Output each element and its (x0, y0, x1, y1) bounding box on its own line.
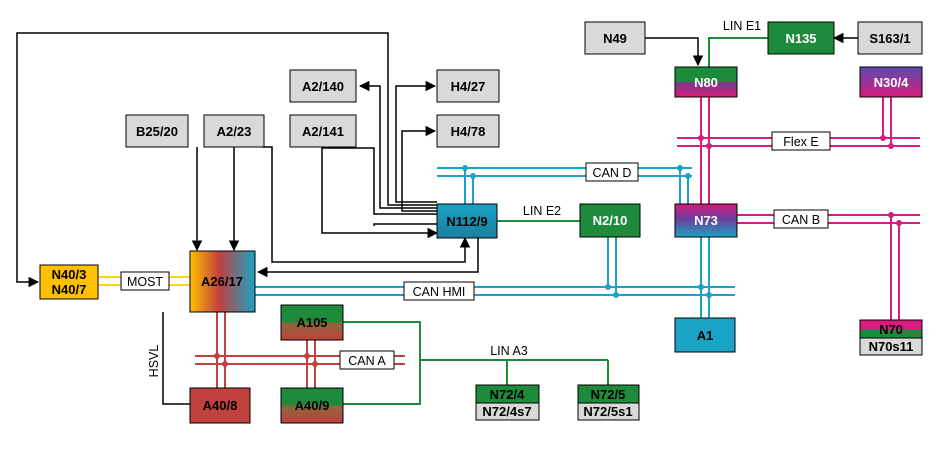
node-n2-10: N2/10 (579, 203, 641, 238)
node-a2-23: A2/23 (203, 114, 265, 148)
node-a2-23-label: A2/23 (217, 124, 252, 139)
node-n73-label: N73 (694, 213, 718, 228)
node-a26-17: A26/17 (189, 250, 256, 313)
node-a1-label: A1 (697, 328, 714, 343)
node-a105: A105 (280, 304, 344, 341)
hsvl-link (162, 312, 190, 405)
node-n72-5-label: N72/5 (591, 387, 626, 402)
node-a26-17-label: A26/17 (201, 274, 243, 289)
node-a105-label: A105 (296, 315, 327, 330)
can-hmi-bus (255, 237, 735, 318)
can-b-junctions (888, 212, 902, 226)
node-n72-4s7-label: N72/4s7 (482, 404, 531, 419)
node-n80-label: N80 (694, 75, 718, 90)
node-h4-78-label: H4/78 (451, 124, 486, 139)
node-n73: N73 (674, 203, 738, 238)
node-n70s11-label: N70s11 (869, 339, 914, 354)
node-s163-1-label: S163/1 (869, 31, 910, 46)
node-n30-4-label: N30/4 (874, 75, 909, 90)
node-a2-141: A2/141 (289, 114, 357, 148)
node-h4-27: H4/27 (436, 69, 500, 103)
hsvl-label: HSVL (147, 345, 161, 378)
node-n40-7-label: N40/7 (52, 282, 87, 297)
node-n40-3-label: N40/3 (52, 267, 87, 282)
can-a-junctions (214, 353, 318, 367)
flex-e-label: Flex E (783, 135, 818, 149)
node-n112-9-label: N112/9 (446, 214, 487, 229)
node-a40-9: A40/9 (280, 387, 344, 424)
node-a1: A1 (674, 317, 736, 353)
can-a-label: CAN A (348, 354, 386, 368)
node-h4-78: H4/78 (436, 114, 500, 148)
node-n70: N70 N70s11 (859, 319, 923, 356)
node-h4-27-label: H4/27 (451, 79, 486, 94)
node-n135-label: N135 (785, 31, 816, 46)
can-d-bus (437, 167, 692, 204)
node-n72-4-label: N72/4 (490, 387, 525, 402)
node-b25-20-label: B25/20 (136, 124, 178, 139)
can-d-label: CAN D (593, 166, 632, 180)
node-n72-5: N72/5 N72/5s1 (577, 384, 640, 421)
node-s163-1: S163/1 (857, 21, 923, 55)
lin-e2-label: LIN E2 (523, 204, 561, 218)
node-a2-141-label: A2/141 (302, 124, 344, 139)
lin-e1-label: LIN E1 (723, 19, 761, 33)
can-hmi-label: CAN HMI (413, 285, 466, 299)
node-a2-140: A2/140 (289, 69, 357, 103)
node-a2-140-label: A2/140 (302, 79, 344, 94)
lin-a3-label: LIN A3 (490, 344, 528, 358)
can-b-label: CAN B (782, 213, 820, 227)
flex-e-junctions (698, 135, 894, 149)
node-a40-8: A40/8 (189, 387, 251, 424)
node-n70-label: N70 (879, 322, 903, 337)
node-n72-5s1-label: N72/5s1 (583, 404, 632, 419)
node-a40-9-label: A40/9 (295, 398, 330, 413)
signal-arrows (16, 32, 858, 288)
node-n40: N40/3 N40/7 (39, 264, 99, 300)
lin-buses (343, 37, 768, 405)
node-a40-8-label: A40/8 (203, 398, 238, 413)
most-label: MOST (127, 275, 163, 289)
node-n135: N135 (767, 21, 835, 55)
flex-e-bus (677, 97, 920, 205)
node-n72-4: N72/4 N72/4s7 (475, 384, 540, 421)
node-b25-20: B25/20 (125, 114, 189, 148)
node-n112-9: N112/9 (436, 203, 498, 239)
node-n2-10-label: N2/10 (593, 213, 628, 228)
can-b-bus (737, 214, 920, 320)
can-hmi-junctions (605, 284, 712, 298)
node-n49-label: N49 (603, 31, 627, 46)
node-n49: N49 (584, 21, 646, 55)
node-n30-4: N30/4 (859, 66, 923, 98)
bus-labels: LIN E1 Flex E CAN D LIN E2 CAN B MOST CA… (120, 19, 831, 378)
node-n80: N80 (674, 66, 738, 98)
can-d-junctions (462, 165, 691, 179)
